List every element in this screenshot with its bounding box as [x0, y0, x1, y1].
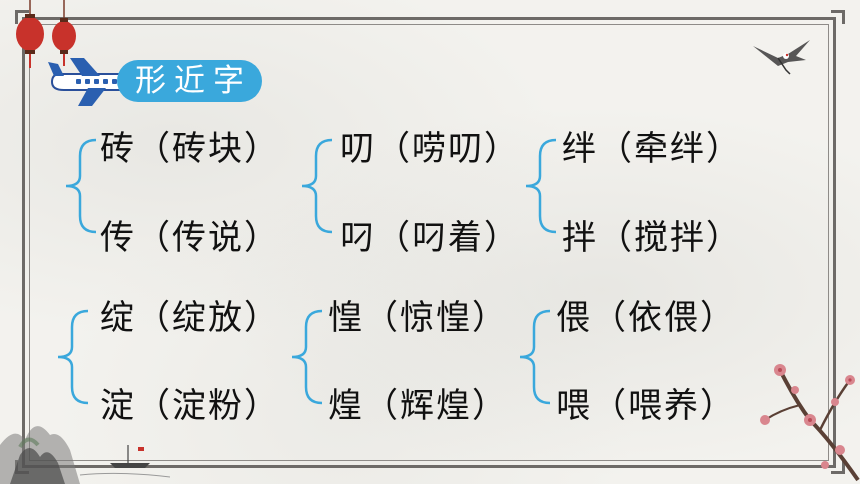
brace-icon: [291, 309, 323, 405]
char-word-bottom: 淀（淀粉）: [100, 386, 280, 426]
lantern-icon: [16, 0, 76, 68]
char-word-top: 绽（绽放）: [100, 298, 280, 338]
landscape-painting-icon: [0, 426, 171, 484]
char-word-bottom: 叼（叼着）: [340, 218, 520, 258]
page-title: 形近字: [117, 60, 262, 102]
char-word-top: 砖（砖块）: [100, 129, 280, 169]
frame-corner: [15, 10, 29, 24]
brace-icon: [519, 309, 551, 405]
char-word-bottom: 传（传说）: [100, 218, 280, 258]
char-word-bottom: 拌（搅拌）: [562, 218, 742, 258]
outer-frame: [22, 17, 836, 468]
brace-icon: [57, 309, 89, 405]
plum-blossom-icon: [760, 364, 860, 482]
char-word-top: 叨（唠叨）: [340, 129, 520, 169]
crane-icon: [753, 40, 810, 75]
inner-frame: [29, 24, 829, 461]
brace-icon: [65, 138, 97, 234]
char-word-bottom: 喂（喂养）: [556, 386, 736, 426]
brace-icon: [301, 138, 333, 234]
brace-icon: [525, 138, 557, 234]
frame-corner: [831, 10, 845, 24]
char-word-bottom: 煌（辉煌）: [328, 386, 508, 426]
char-word-top: 绊（牵绊）: [562, 129, 742, 169]
char-word-top: 惶（惊惶）: [328, 298, 508, 338]
frame-corner: [831, 460, 845, 474]
char-word-top: 偎（依偎）: [556, 298, 736, 338]
